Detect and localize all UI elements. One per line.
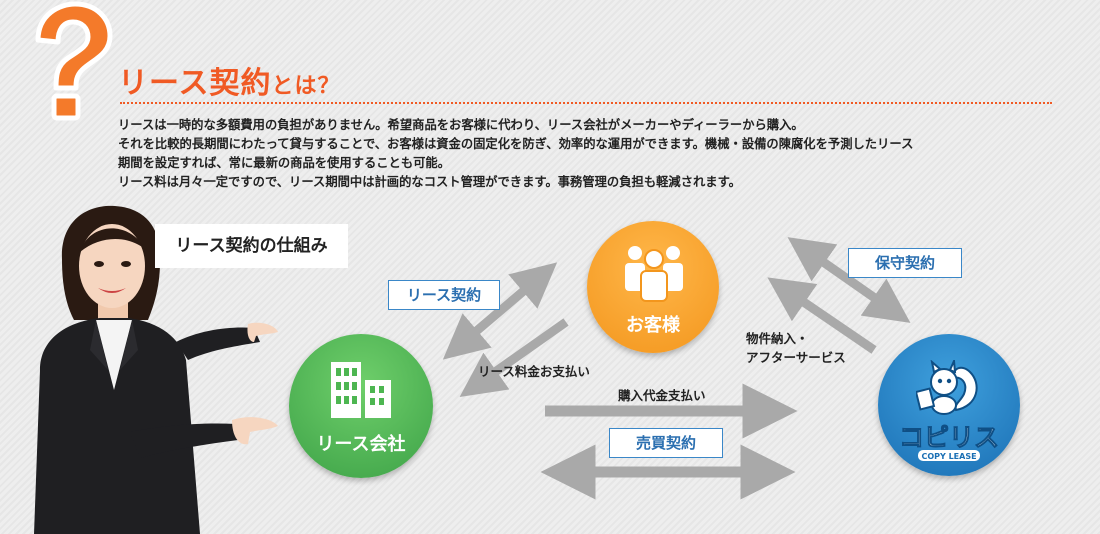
copilease-logo-text: コピリス [899,423,999,452]
delivery-label-line1: 物件納入・ [746,331,809,346]
delivery-arrow [767,277,877,354]
description-line: それを比較的長期間にわたって貸与することで、お客様は資金の固定化を防ぎ、効率的な… [118,137,914,151]
lease-company-label: リース会社 [316,434,406,455]
purchase-payment-label: 購入代金支払い [618,388,706,403]
maintenance-contract-box: 保守契約 [848,248,962,278]
businesswoman-illustration [34,205,278,534]
lease-payment-arrow [459,318,569,397]
customer-node: お客様 [587,221,719,353]
office-building-icon [331,362,391,418]
title-main: リース契約 [118,66,272,101]
customer-label: お客様 [626,315,680,336]
description-line: 期間を設定すれば、常に最新の商品を使用することも可能。 [118,156,451,170]
diagram-section-title: リース契約の仕組み [155,224,348,268]
description-line: リース料は月々一定ですので、リース期間中は計画的なコスト管理ができます。事務管理… [118,175,741,189]
delivery-label: 物件納入・ アフターサービス [746,329,846,367]
description-line: リースは一時的な多額費用の負担がありません。希望商品をお客様に代わり、リース会社… [118,118,804,132]
maintenance-contract-arrow [787,237,911,323]
question-mark-icon [35,1,113,121]
copilease-node: コピリス COPY LEASE [878,334,1020,476]
lease-company-node: リース会社 [289,334,433,478]
lease-contract-arrow [442,262,558,360]
copilease-logo: コピリス COPY LEASE [898,423,1000,461]
description: リースは一時的な多額費用の負担がありません。希望商品をお客様に代わり、リース会社… [118,116,1058,192]
lease-contract-box: リース契約 [388,280,500,310]
people-group-icon [625,246,683,302]
title-divider [120,102,1052,104]
lease-payment-label: リース料金お支払い [478,364,590,379]
page-title: リース契約とは？ [118,58,341,102]
squirrel-mascot-icon [916,360,978,415]
copilease-logo-subtext: COPY LEASE [921,452,976,461]
delivery-label-line2: アフターサービス [746,350,846,365]
title-suffix: とは？ [271,74,341,99]
sales-contract-box: 売買契約 [609,428,723,458]
